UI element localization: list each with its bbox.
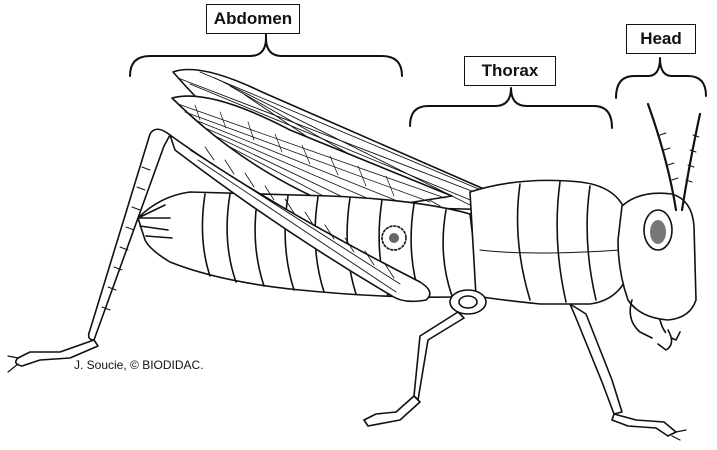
abdomen-bracket — [130, 33, 402, 76]
middle-leg — [364, 312, 464, 426]
front-leg — [570, 304, 686, 440]
thorax-body — [450, 180, 630, 314]
thorax-bracket — [410, 88, 612, 128]
head-bracket — [616, 58, 706, 98]
hind-tibia — [8, 129, 170, 372]
abdomen-label: Abdomen — [206, 4, 300, 34]
head-label: Head — [626, 24, 696, 54]
head-capsule — [618, 193, 696, 350]
thorax-label: Thorax — [464, 56, 556, 86]
image-credit: J. Soucie, © BIODIDAC. — [74, 358, 204, 372]
